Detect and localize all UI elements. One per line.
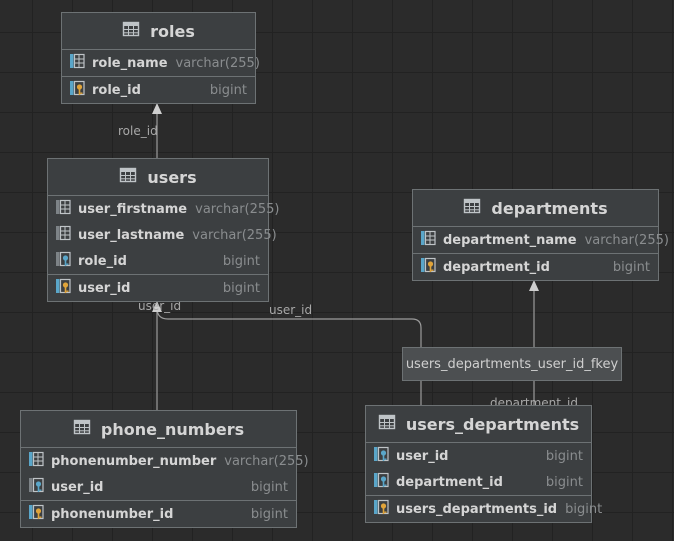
column-row[interactable]: phonenumber_id bigint bbox=[21, 500, 296, 527]
primary-key-icon bbox=[372, 498, 390, 520]
table-users-departments[interactable]: users_departments user_id bigint departm… bbox=[365, 405, 602, 523]
column-row[interactable]: user_lastname varchar(255) bbox=[48, 222, 277, 248]
table-users[interactable]: users user_firstname varchar(255) user_l… bbox=[47, 158, 280, 302]
column-type: bigint bbox=[222, 280, 260, 296]
table-icon bbox=[119, 166, 137, 188]
arrowhead-roles bbox=[152, 103, 162, 114]
table-header: users bbox=[48, 159, 268, 196]
column-row[interactable]: role_name varchar(255) bbox=[62, 50, 260, 76]
edge-label-user-id-phone: user_id bbox=[138, 299, 182, 313]
column-icon bbox=[68, 52, 86, 74]
column-row[interactable]: role_id bigint bbox=[62, 76, 255, 103]
table-departments[interactable]: departments department_name varchar(255)… bbox=[412, 189, 669, 281]
column-icon bbox=[27, 450, 45, 472]
edge-ud-users bbox=[156, 307, 422, 405]
primary-key-icon bbox=[419, 256, 437, 278]
table-icon bbox=[378, 413, 396, 435]
foreign-key-label[interactable]: users_departments_user_id_fkey bbox=[402, 347, 622, 381]
primary-key-icon bbox=[27, 503, 45, 525]
column-name: department_name bbox=[443, 232, 577, 248]
table-icon bbox=[122, 20, 140, 42]
column-name: user_id bbox=[396, 448, 449, 464]
foreign-key-icon bbox=[372, 445, 390, 467]
column-type: bigint bbox=[612, 259, 650, 275]
column-icon bbox=[419, 229, 437, 251]
column-row[interactable]: user_id bigint bbox=[21, 474, 296, 500]
column-icon bbox=[54, 224, 72, 246]
column-row[interactable]: user_firstname varchar(255) bbox=[48, 196, 280, 222]
column-row[interactable]: users_departments_id bigint bbox=[366, 495, 602, 522]
column-name: phonenumber_number bbox=[51, 453, 217, 469]
foreign-key-icon bbox=[372, 471, 390, 493]
edge-label-user-id-ud: user_id bbox=[269, 303, 313, 317]
column-name: user_lastname bbox=[78, 227, 185, 243]
column-type: bigint bbox=[545, 448, 583, 464]
table-header: roles bbox=[62, 13, 255, 50]
table-name: roles bbox=[150, 21, 195, 41]
column-type: bigint bbox=[250, 479, 288, 495]
column-name: phonenumber_id bbox=[51, 506, 174, 522]
column-name: user_id bbox=[51, 479, 104, 495]
arrowhead-departments bbox=[529, 280, 539, 291]
table-roles[interactable]: roles role_name varchar(255) role_id big… bbox=[61, 12, 260, 104]
column-type: bigint bbox=[250, 506, 288, 522]
table-header: phone_numbers bbox=[21, 411, 296, 448]
column-type: varchar(255) bbox=[192, 227, 277, 243]
column-row[interactable]: department_id bigint bbox=[413, 253, 658, 280]
column-name: department_id bbox=[443, 259, 550, 275]
column-type: varchar(255) bbox=[224, 453, 309, 469]
table-name: phone_numbers bbox=[100, 419, 245, 439]
foreign-key-icon bbox=[54, 250, 72, 272]
column-type: bigint bbox=[209, 82, 247, 98]
column-type: varchar(255) bbox=[195, 201, 280, 217]
arrowhead-users bbox=[152, 301, 162, 312]
column-name: users_departments_id bbox=[396, 501, 558, 517]
table-header: users_departments bbox=[366, 406, 591, 443]
column-name: role_id bbox=[92, 82, 141, 98]
primary-key-icon bbox=[68, 79, 86, 101]
table-name: users_departments bbox=[405, 414, 580, 434]
column-row[interactable]: department_name varchar(255) bbox=[413, 227, 669, 253]
column-name: department_id bbox=[396, 474, 503, 490]
column-type: bigint bbox=[545, 474, 583, 490]
column-name: role_id bbox=[78, 253, 127, 269]
column-name: user_id bbox=[78, 280, 131, 296]
column-row[interactable]: user_id bigint bbox=[366, 443, 591, 469]
table-name: departments bbox=[491, 198, 608, 218]
edge-label-role-id: role_id bbox=[118, 124, 158, 138]
column-row[interactable]: department_id bigint bbox=[366, 469, 591, 495]
table-phone-numbers[interactable]: phone_numbers phonenumber_number varchar… bbox=[20, 410, 309, 528]
column-name: role_name bbox=[92, 55, 168, 71]
column-type: varchar(255) bbox=[584, 232, 669, 248]
column-row[interactable]: user_id bigint bbox=[48, 274, 268, 301]
table-name: users bbox=[147, 167, 197, 187]
table-header: departments bbox=[413, 190, 658, 227]
column-name: user_firstname bbox=[78, 201, 188, 217]
column-row[interactable]: phonenumber_number varchar(255) bbox=[21, 448, 309, 474]
table-icon bbox=[463, 197, 481, 219]
column-row[interactable]: role_id bigint bbox=[48, 248, 268, 274]
primary-key-icon bbox=[54, 277, 72, 299]
column-type: bigint bbox=[565, 501, 603, 517]
column-type: varchar(255) bbox=[175, 55, 260, 71]
column-icon bbox=[54, 198, 72, 220]
table-icon bbox=[73, 418, 91, 440]
column-type: bigint bbox=[222, 253, 260, 269]
foreign-key-icon bbox=[27, 476, 45, 498]
